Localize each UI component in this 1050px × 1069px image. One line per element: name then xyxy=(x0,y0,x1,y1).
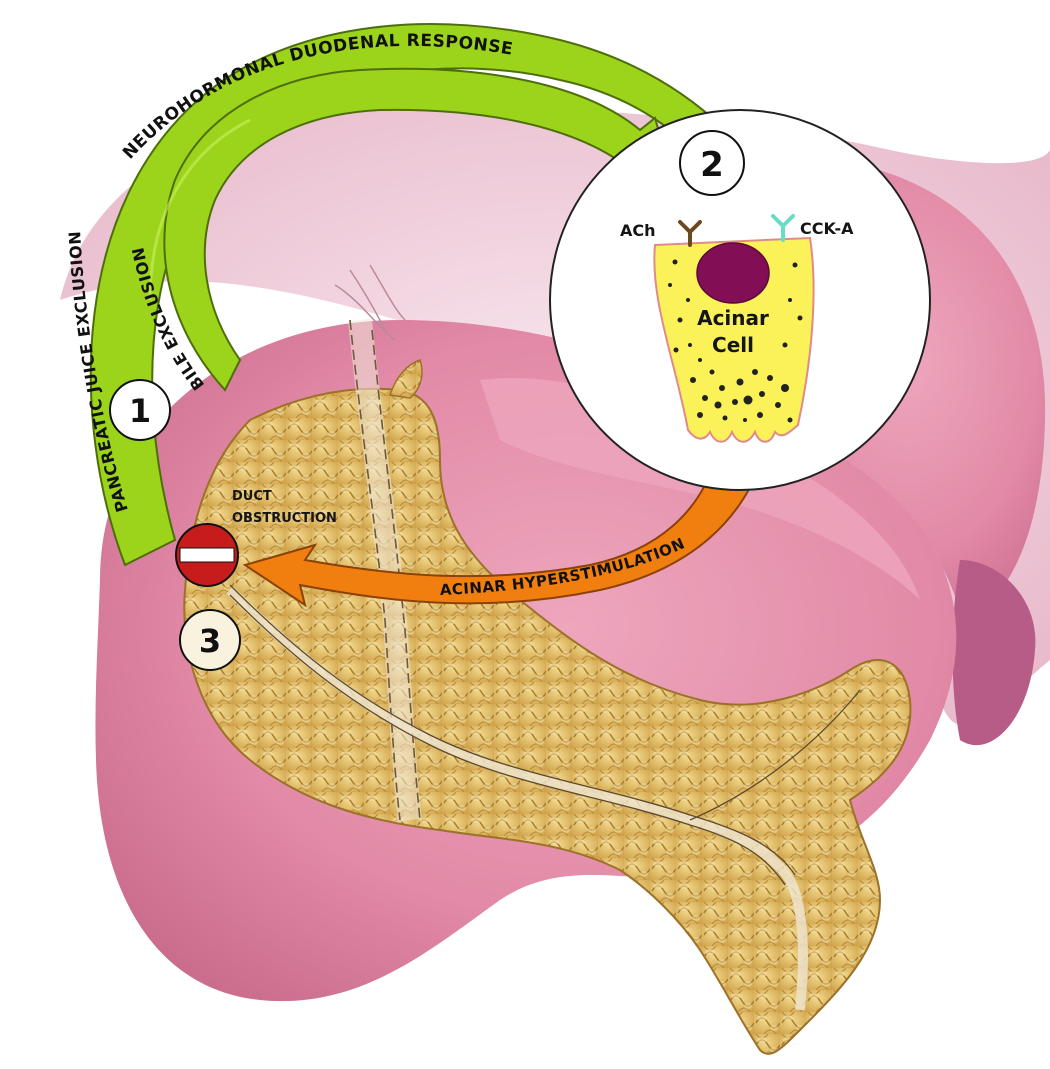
ach-receptor xyxy=(678,220,702,247)
obstruction-label: OBSTRUCTION xyxy=(232,511,337,526)
pancreas xyxy=(183,318,912,1055)
step-1-marker: 1 xyxy=(109,379,171,441)
cck-label: CCK-A xyxy=(800,219,854,238)
pancreas-tip xyxy=(389,359,423,399)
pancreatic-duct-edge xyxy=(229,584,861,886)
duodenum-fold xyxy=(480,378,920,600)
duct-obstruction: DUCT OBSTRUCTION xyxy=(175,489,337,587)
step-2-marker: 2 xyxy=(679,130,745,196)
acinar-label: Acinar xyxy=(697,306,769,330)
step-2-label: 2 xyxy=(700,145,724,185)
orange-arrow xyxy=(242,448,767,608)
acinar-cell xyxy=(653,236,815,443)
pancreatic-duct xyxy=(226,586,808,1011)
ach-label: ACh xyxy=(620,221,656,240)
stomach-right-dark xyxy=(952,560,1036,746)
step-3-label: 3 xyxy=(199,622,221,660)
bile-duct-edge xyxy=(349,319,421,821)
step-1-label: 1 xyxy=(129,392,151,430)
cell-label: Cell xyxy=(712,333,754,357)
cck-receptor xyxy=(771,214,795,242)
crease-lines xyxy=(334,264,406,341)
bile-exclusion-arrow xyxy=(163,67,682,392)
no-entry-icon xyxy=(175,523,239,587)
step-3-marker: 3 xyxy=(179,609,241,671)
acinar-inset: ACh CCK-A Acinar Cell xyxy=(549,109,931,491)
green-highlight xyxy=(148,118,251,301)
zymogen-granules xyxy=(668,259,803,423)
acinar-hyperstimulation-arrow xyxy=(242,448,767,608)
nucleus xyxy=(696,242,770,304)
pancreas-body xyxy=(183,387,912,1055)
bile-duct xyxy=(348,318,422,822)
duct-label: DUCT xyxy=(232,489,272,504)
